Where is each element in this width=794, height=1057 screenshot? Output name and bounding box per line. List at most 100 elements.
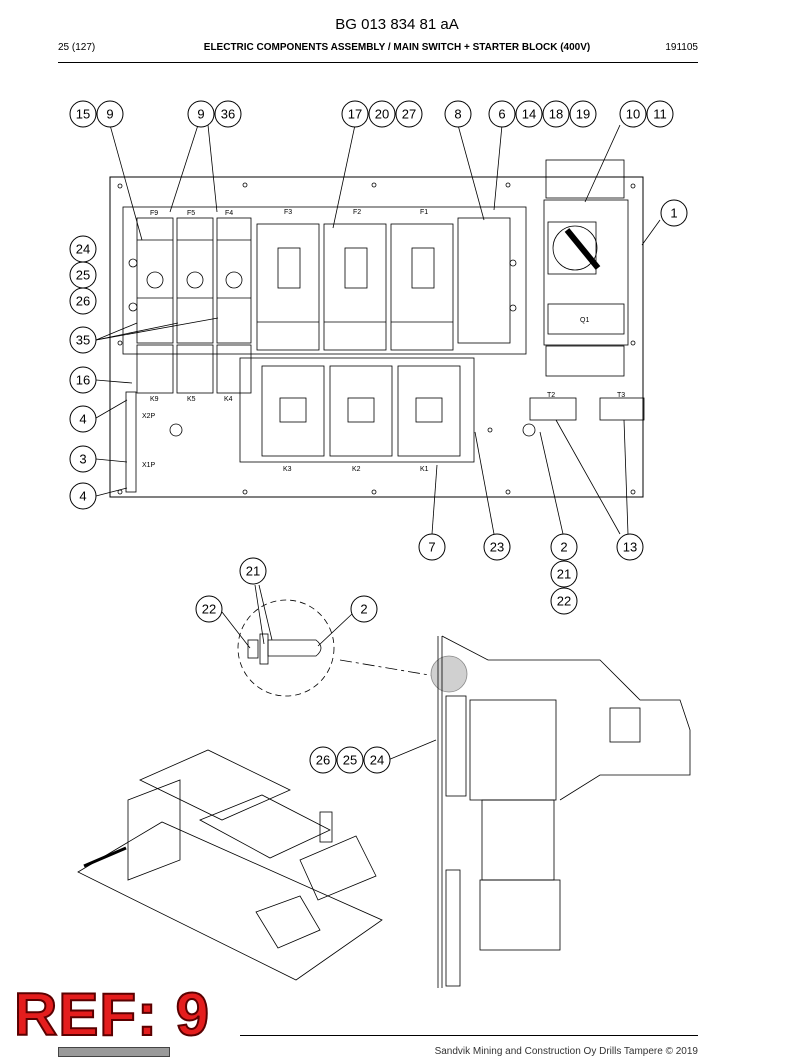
label-x1p: X1P — [142, 462, 156, 469]
callout-25: 25 — [69, 261, 97, 289]
svg-text:18: 18 — [549, 107, 563, 122]
callout-3: 3 — [69, 445, 97, 473]
document-id: BG 013 834 81 aA — [335, 16, 459, 33]
svg-text:4: 4 — [79, 412, 86, 427]
svg-text:20: 20 — [375, 107, 389, 122]
label-k4: K4 — [224, 396, 233, 403]
callout-27: 27 — [395, 100, 423, 128]
document-date: 191105 — [665, 42, 698, 53]
svg-text:25: 25 — [343, 753, 357, 768]
label-k5: K5 — [187, 396, 196, 403]
callout-21: 21 — [239, 557, 267, 585]
callout-19: 19 — [569, 100, 597, 128]
ref-stamp: REF: 9 — [13, 981, 211, 1048]
svg-text:15: 15 — [76, 107, 90, 122]
footer-copyright: Sandvik Mining and Construction Oy Drill… — [434, 1046, 698, 1057]
callout-26: 26 — [69, 287, 97, 315]
svg-text:24: 24 — [370, 753, 384, 768]
callout-14: 14 — [515, 100, 543, 128]
callout-2: 2 — [350, 595, 378, 623]
svg-text:23: 23 — [490, 540, 504, 555]
svg-text:13: 13 — [623, 540, 637, 555]
svg-text:36: 36 — [221, 107, 235, 122]
callout-7: 7 — [418, 533, 446, 561]
label-t2: T2 — [547, 392, 555, 399]
callout-9: 9 — [96, 100, 124, 128]
svg-text:7: 7 — [428, 540, 435, 555]
svg-text:11: 11 — [653, 107, 667, 122]
callout-9: 9 — [187, 100, 215, 128]
callout-20: 20 — [368, 100, 396, 128]
svg-text:21: 21 — [557, 567, 571, 582]
callout-4: 4 — [69, 405, 97, 433]
callout-2: 2 — [550, 533, 578, 561]
svg-text:35: 35 — [76, 333, 90, 348]
callout-25: 25 — [336, 746, 364, 774]
page-title: ELECTRIC COMPONENTS ASSEMBLY / MAIN SWIT… — [203, 42, 591, 53]
svg-text:10: 10 — [626, 107, 640, 122]
callout-16: 16 — [69, 366, 97, 394]
svg-text:21: 21 — [246, 564, 260, 579]
svg-text:3: 3 — [79, 452, 86, 467]
callout-24: 24 — [363, 746, 391, 774]
callout-10: 10 — [619, 100, 647, 128]
page-number: 25 (127) — [58, 42, 96, 53]
callout-21: 21 — [550, 560, 578, 588]
svg-text:24: 24 — [76, 242, 90, 257]
label-f5: F5 — [187, 210, 195, 217]
rail-panel — [122, 206, 527, 355]
svg-text:26: 26 — [316, 753, 330, 768]
svg-text:4: 4 — [79, 489, 86, 504]
label-f2: F2 — [353, 209, 361, 216]
label-f3: F3 — [284, 209, 292, 216]
label-k1: K1 — [420, 466, 429, 473]
label-k2: K2 — [352, 466, 361, 473]
callout-17: 17 — [341, 100, 369, 128]
callout-24: 24 — [69, 235, 97, 263]
svg-text:9: 9 — [197, 107, 204, 122]
label-k3: K3 — [283, 466, 292, 473]
svg-text:25: 25 — [76, 268, 90, 283]
callout-4: 4 — [69, 482, 97, 510]
callout-18: 18 — [542, 100, 570, 128]
svg-text:2: 2 — [360, 602, 367, 617]
svg-text:19: 19 — [576, 107, 590, 122]
label-f1: F1 — [420, 209, 428, 216]
label-k9: K9 — [150, 396, 159, 403]
svg-text:17: 17 — [348, 107, 362, 122]
svg-text:9: 9 — [106, 107, 113, 122]
mounting-plate — [109, 176, 644, 498]
callout-22: 22 — [195, 595, 223, 623]
callout-11: 11 — [646, 100, 674, 128]
footer-rule — [240, 1035, 698, 1036]
svg-text:2: 2 — [560, 540, 567, 555]
svg-text:22: 22 — [557, 594, 571, 609]
callout-22: 22 — [550, 587, 578, 615]
label-t3: T3 — [617, 392, 625, 399]
label-q1: Q1 — [580, 317, 589, 324]
svg-text:22: 22 — [202, 602, 216, 617]
label-f4: F4 — [225, 210, 233, 217]
brand-logo-bar — [58, 1047, 170, 1057]
svg-text:6: 6 — [498, 107, 505, 122]
callout-15: 15 — [69, 100, 97, 128]
svg-text:1: 1 — [670, 206, 677, 221]
label-f9: F9 — [150, 210, 158, 217]
label-x2p: X2P — [142, 413, 156, 420]
callout-36: 36 — [214, 100, 242, 128]
callout-23: 23 — [483, 533, 511, 561]
callout-26: 26 — [309, 746, 337, 774]
contactor-panel — [239, 357, 475, 463]
callout-8: 8 — [444, 100, 472, 128]
svg-text:27: 27 — [402, 107, 416, 122]
svg-text:16: 16 — [76, 373, 90, 388]
callout-group: 15 9 9 36 17 20 27 8 6 14 18 19 10 11 1 … — [69, 100, 688, 774]
callout-35: 35 — [69, 326, 97, 354]
svg-text:14: 14 — [522, 107, 536, 122]
header-rule — [58, 62, 698, 63]
svg-text:26: 26 — [76, 294, 90, 309]
svg-text:8: 8 — [454, 107, 461, 122]
callout-1: 1 — [660, 199, 688, 227]
callout-13: 13 — [616, 533, 644, 561]
